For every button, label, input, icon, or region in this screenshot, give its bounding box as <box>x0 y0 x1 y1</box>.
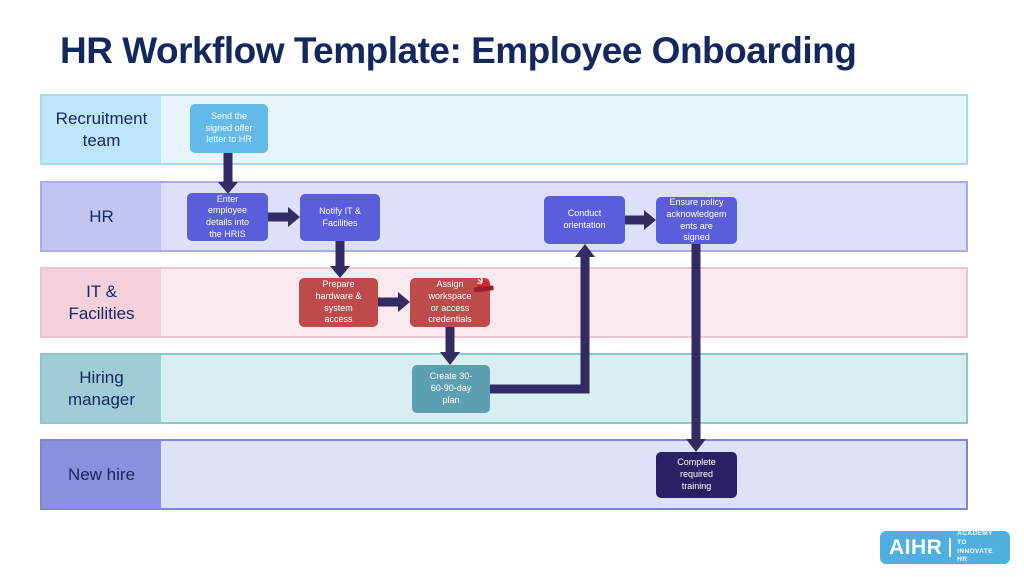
rotating-light-siren-icon <box>473 277 494 293</box>
lane-label-new-hire: New hire <box>42 441 161 508</box>
lane-body-new-hire <box>161 441 966 508</box>
lane-label-recruitment-team: Recruitment team <box>42 96 161 163</box>
node-enter-employee-details: Enter employee details into the HRIS <box>187 193 268 241</box>
lane-hiring-manager: Hiring manager <box>40 353 968 424</box>
page-title: HR Workflow Template: Employee Onboardin… <box>60 30 857 71</box>
node-prepare-hardware-access: Prepare hardware & system access <box>299 278 378 327</box>
aihr-logo-tagline: ACADEMY TO INNOVATE HR <box>957 529 993 564</box>
lane-body-it-facilities <box>161 269 966 336</box>
lane-body-recruitment-team <box>161 96 966 163</box>
node-create-30-60-90-plan: Create 30- 60-90-day plan <box>412 365 490 413</box>
aihr-logo: AIHR ACADEMY TO INNOVATE HR <box>880 529 1010 564</box>
lane-label-it-facilities: IT & Facilities <box>42 269 161 336</box>
lane-label-hiring-manager: Hiring manager <box>42 355 161 422</box>
node-ensure-policy-signed: Ensure policy acknowledgem ents are sign… <box>656 197 737 244</box>
lane-body-hiring-manager <box>161 355 966 422</box>
logo-divider <box>949 538 952 557</box>
node-complete-required-training: Complete required training <box>656 452 737 498</box>
aihr-logo-text: AIHR <box>889 535 943 559</box>
lane-hr: HR <box>40 181 968 252</box>
lane-recruitment-team: Recruitment team <box>40 94 968 165</box>
lane-label-hr: HR <box>42 183 161 250</box>
node-notify-it-facilities: Notify IT & Facilities <box>300 194 380 241</box>
lane-it-facilities: IT & Facilities <box>40 267 968 338</box>
node-conduct-orientation: Conduct orientation <box>544 196 625 244</box>
node-send-offer-letter: Send the signed offer letter to HR <box>190 104 268 153</box>
lane-new-hire: New hire <box>40 439 968 510</box>
